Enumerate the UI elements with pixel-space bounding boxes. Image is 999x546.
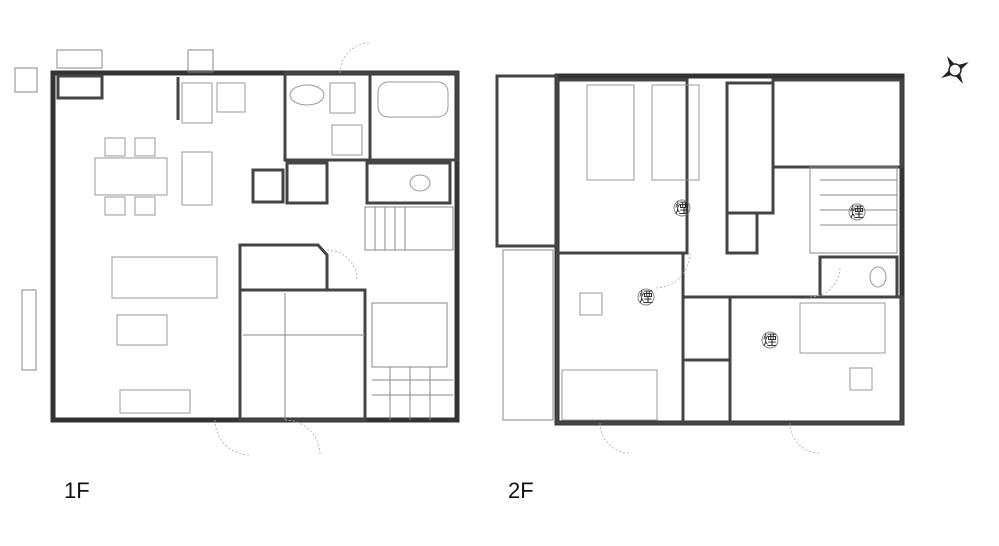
- toilet-bowl: [869, 266, 887, 288]
- entrance: [371, 302, 448, 368]
- bed: [651, 84, 700, 181]
- floor-label-2f: 2F: [508, 478, 534, 503]
- svg-text:煙: 煙: [763, 333, 777, 349]
- bed: [799, 302, 886, 354]
- washroom: [283, 71, 372, 162]
- door-swing: [599, 422, 631, 454]
- stair-treads: [820, 179, 897, 226]
- bed: [561, 369, 658, 421]
- floor-label-1f: 1F: [64, 478, 90, 503]
- sink: [289, 84, 325, 106]
- balcony-upper: [495, 74, 559, 248]
- walk-in-closet: [725, 81, 775, 215]
- desk: [579, 292, 603, 316]
- toilet-bowl: [409, 174, 431, 192]
- bed: [586, 84, 635, 181]
- bathroom: [368, 71, 459, 162]
- toilet-small: [56, 74, 104, 100]
- svg-text:煙: 煙: [850, 205, 864, 221]
- smoke-detector: 煙: [848, 203, 866, 221]
- chair: [134, 196, 156, 216]
- chair: [134, 137, 156, 157]
- door-swing: [809, 266, 841, 298]
- door-swing: [284, 419, 321, 456]
- smoke-detector: 煙: [673, 199, 691, 217]
- smoke-detector: 煙: [637, 288, 655, 306]
- closet: [238, 243, 329, 292]
- refrigerator: [216, 82, 246, 113]
- sofa: [111, 256, 218, 299]
- japanese-room: [238, 288, 367, 422]
- balcony-lower: [502, 249, 554, 421]
- laundry-unit: [331, 124, 363, 156]
- water-heater: [187, 49, 214, 73]
- desk: [849, 367, 873, 391]
- compass-rose-icon: [941, 56, 969, 84]
- svg-text:煙: 煙: [675, 201, 689, 217]
- tv-stand: [119, 389, 191, 414]
- chair: [104, 137, 126, 157]
- door-swing: [789, 422, 821, 454]
- floor-plan-1f: [14, 42, 460, 456]
- bedroom-master: [555, 78, 689, 255]
- room-north-east: [771, 78, 904, 169]
- stair-treads: [374, 207, 406, 250]
- door-swing: [339, 42, 371, 74]
- toilet-2f: [818, 255, 899, 299]
- door-swing: [654, 252, 691, 289]
- kitchen-counter: [181, 82, 213, 124]
- toilet: [365, 161, 452, 205]
- pantry: [251, 168, 285, 204]
- smoke-detector: 煙: [761, 331, 779, 349]
- door-swing: [214, 419, 251, 456]
- outdoor-unit: [14, 67, 38, 93]
- dining-table: [94, 157, 168, 196]
- storage: [285, 161, 329, 205]
- bedroom-south-east: [728, 295, 904, 425]
- bathtub: [377, 81, 449, 118]
- entrance-grid: [372, 367, 453, 420]
- exterior-unit: [21, 289, 37, 371]
- storage: [725, 211, 759, 255]
- outdoor-unit: [56, 49, 103, 69]
- bedroom-south-west: [555, 251, 685, 425]
- coffee-table: [116, 314, 168, 346]
- door-swing: [326, 249, 358, 281]
- stairs: [364, 206, 454, 251]
- svg-text:煙: 煙: [639, 290, 653, 306]
- floor-plan-2f: 煙 煙 煙 煙: [495, 73, 905, 454]
- chair: [104, 196, 126, 216]
- kitchen-island: [181, 151, 213, 206]
- washing-machine: [329, 82, 356, 114]
